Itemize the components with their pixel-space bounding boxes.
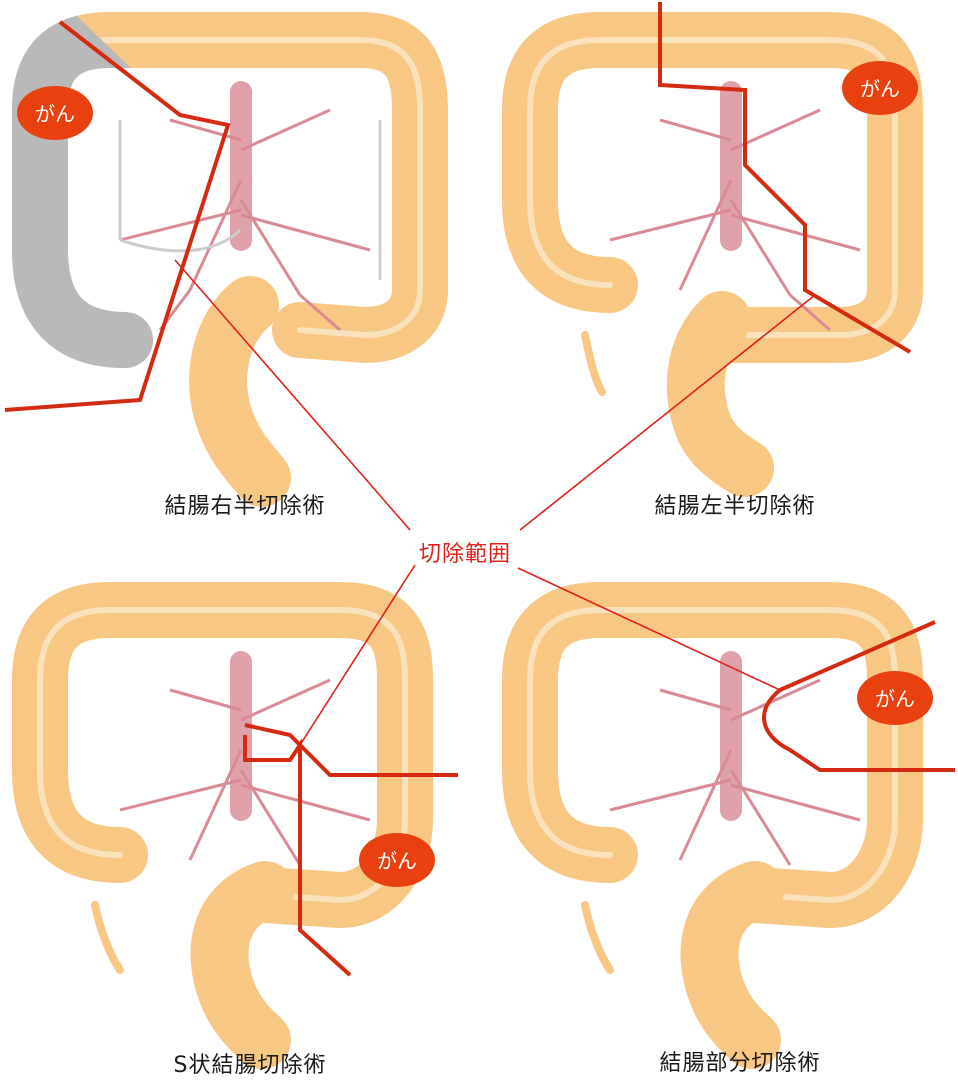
cancer-marker: がん [17,86,93,140]
leader-line-partial-colectomy [517,567,781,691]
colon-highlight [527,37,898,338]
cut-line-left [658,2,912,354]
cut-line-sigmoid [243,735,352,977]
resection-range-label: 切除範囲 [418,542,512,567]
rectum [189,276,291,507]
cancer-marker-left: がん [842,61,918,115]
panel-sigmoidectomy [12,582,433,1069]
vessels [119,678,371,866]
panel-right-hemicolectomy: がん [4,12,448,507]
leader-line-left-hemicolectomy [519,294,816,531]
cut-line-partial [762,620,955,772]
cancer-label: がん [860,77,900,101]
appendix [581,331,606,396]
cancer-label: がん [875,687,915,711]
caption-left-hemicolectomy: 結腸左半切除術 [654,494,816,519]
panel-left-hemicolectomy [502,12,923,497]
colon-illustration [502,582,923,1069]
rectum [666,291,774,497]
caption-right-hemicolectomy: 結腸右半切除術 [164,494,326,519]
cut-line-sigmoid-upper [244,723,458,777]
cancer-marker-sigmoid: がん [359,833,435,887]
colon [12,582,433,928]
colon [502,582,923,928]
colon-illustration [502,12,923,497]
caption-partial-colectomy: 結腸部分切除術 [659,1051,821,1076]
cancer-label: がん [35,102,75,126]
panel-partial-colectomy [502,582,923,1069]
cancer-marker-partial: がん [857,671,933,725]
rectum [190,861,294,1069]
leader-line-sigmoidectomy [299,564,416,746]
mesentery-outline [118,120,382,280]
leader-lines [174,259,816,746]
colon-highlight [527,607,898,904]
colon [502,12,923,363]
appendix [581,901,614,974]
appendix [91,901,124,974]
cancer-label: がん [377,849,417,873]
colon-illustration [12,12,448,507]
rectum [680,861,784,1069]
vessels [609,108,861,332]
caption-sigmoidectomy: S状結腸切除術 [173,1053,327,1078]
vessels [609,678,861,866]
colon-illustration [12,582,433,1069]
vessels [119,108,371,332]
cut-line [4,20,231,412]
leader-line-right-hemicolectomy [174,259,411,531]
